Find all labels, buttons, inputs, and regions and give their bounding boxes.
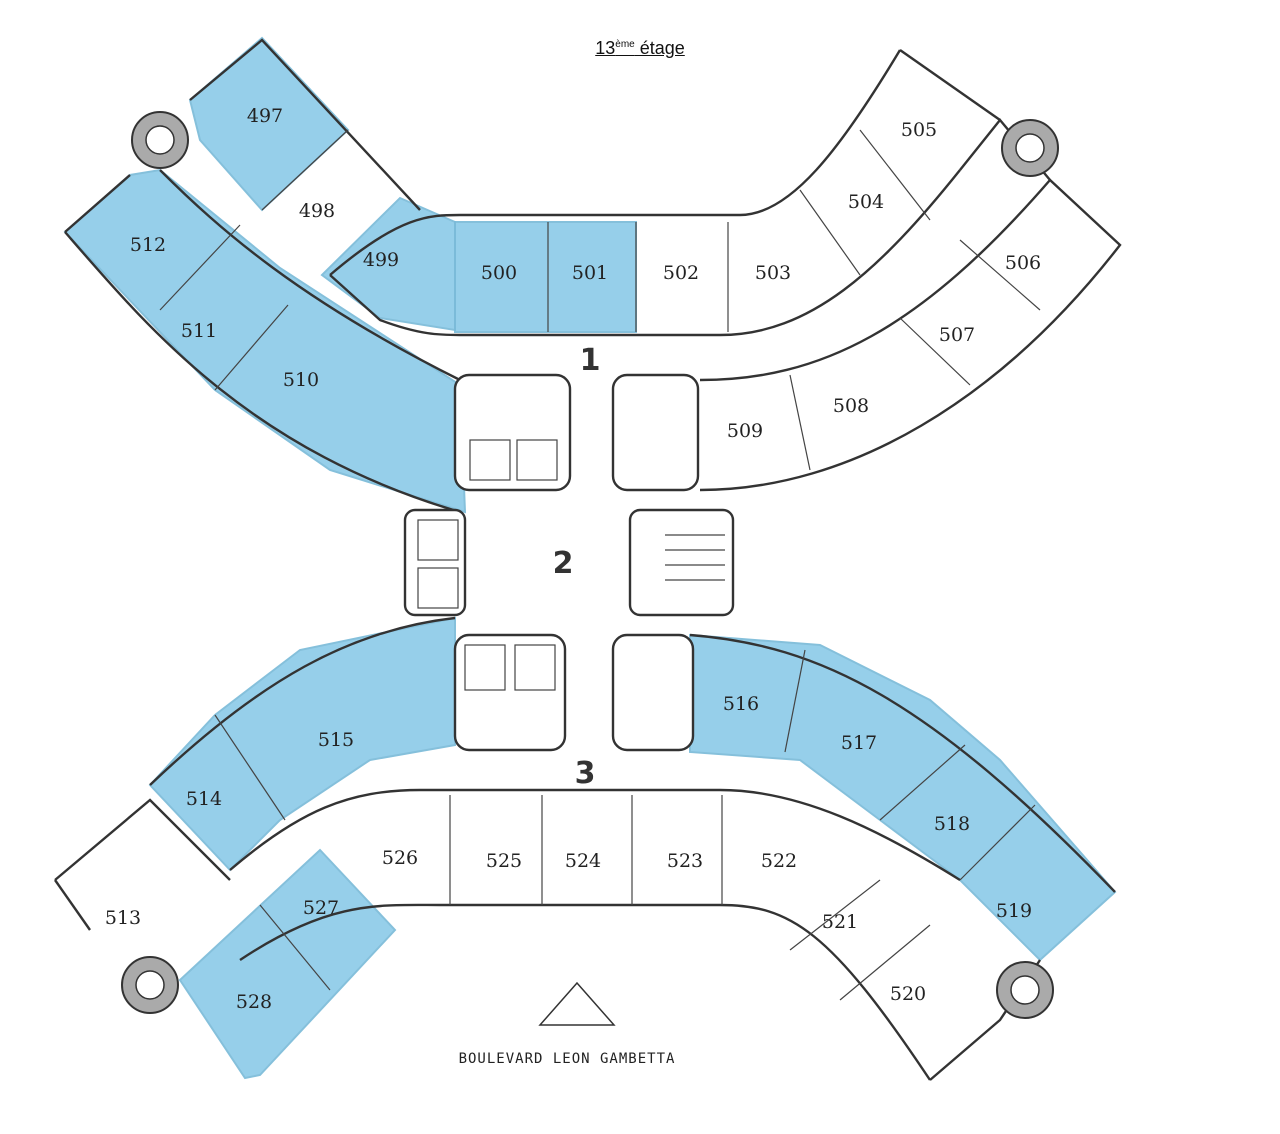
room-515[interactable]: 515 bbox=[318, 729, 354, 751]
room-503[interactable]: 503 bbox=[755, 262, 791, 284]
zone-number-3: 3 bbox=[575, 756, 596, 791]
room-523[interactable]: 523 bbox=[667, 850, 703, 872]
east-wing-walls bbox=[699, 118, 1122, 492]
central-core bbox=[403, 373, 735, 752]
floor-title: 13ème étage bbox=[595, 38, 685, 58]
room-521[interactable]: 521 bbox=[822, 911, 858, 933]
elevator-block-w bbox=[403, 508, 467, 617]
north-wing-walls bbox=[189, 38, 1001, 337]
room-497[interactable]: 497 bbox=[247, 105, 283, 127]
core-block-se bbox=[611, 633, 695, 752]
room-527[interactable]: 527 bbox=[303, 897, 339, 919]
room-522[interactable]: 522 bbox=[761, 850, 797, 872]
room-502[interactable]: 502 bbox=[663, 262, 699, 284]
room-499[interactable]: 499 bbox=[363, 249, 399, 271]
stair-block-e bbox=[628, 508, 735, 617]
room-507[interactable]: 507 bbox=[939, 324, 975, 346]
highlighted-zones bbox=[63, 36, 1117, 1080]
core-block-nw bbox=[453, 373, 572, 492]
west-wing-walls bbox=[64, 169, 461, 514]
room-524[interactable]: 524 bbox=[565, 850, 601, 872]
room-505[interactable]: 505 bbox=[901, 119, 937, 141]
street-name: BOULEVARD LEON GAMBETTA bbox=[459, 1051, 676, 1067]
room-500[interactable]: 500 bbox=[481, 262, 517, 284]
zone-514-515[interactable] bbox=[148, 616, 456, 872]
room-516[interactable]: 516 bbox=[723, 693, 759, 715]
room-517[interactable]: 517 bbox=[841, 732, 877, 754]
entrance-triangle-icon bbox=[538, 981, 616, 1026]
room-514[interactable]: 514 bbox=[186, 788, 222, 810]
room-508[interactable]: 508 bbox=[833, 395, 869, 417]
room-525[interactable]: 525 bbox=[486, 850, 522, 872]
zone-516-519[interactable] bbox=[689, 633, 1117, 962]
room-511[interactable]: 511 bbox=[181, 320, 217, 342]
core-block-ne bbox=[611, 373, 700, 492]
room-519[interactable]: 519 bbox=[996, 900, 1032, 922]
room-526[interactable]: 526 bbox=[382, 847, 418, 869]
room-509[interactable]: 509 bbox=[727, 420, 763, 442]
room-501[interactable]: 501 bbox=[572, 262, 608, 284]
room-513[interactable]: 513 bbox=[105, 907, 141, 929]
room-512[interactable]: 512 bbox=[130, 234, 166, 256]
room-498[interactable]: 498 bbox=[299, 200, 335, 222]
room-520[interactable]: 520 bbox=[890, 983, 926, 1005]
zone-number-2: 2 bbox=[553, 546, 574, 581]
zone-527-528[interactable] bbox=[178, 848, 397, 1080]
room-510[interactable]: 510 bbox=[283, 369, 319, 391]
core-block-sw bbox=[453, 633, 567, 752]
stairwells bbox=[121, 111, 1059, 1019]
room-506[interactable]: 506 bbox=[1005, 252, 1041, 274]
zone-number-1: 1 bbox=[580, 343, 601, 378]
room-518[interactable]: 518 bbox=[934, 813, 970, 835]
room-504[interactable]: 504 bbox=[848, 191, 884, 213]
room-528[interactable]: 528 bbox=[236, 991, 272, 1013]
room-labels: 497 498 499 500 501 502 503 504 505 506 … bbox=[105, 105, 1041, 1013]
